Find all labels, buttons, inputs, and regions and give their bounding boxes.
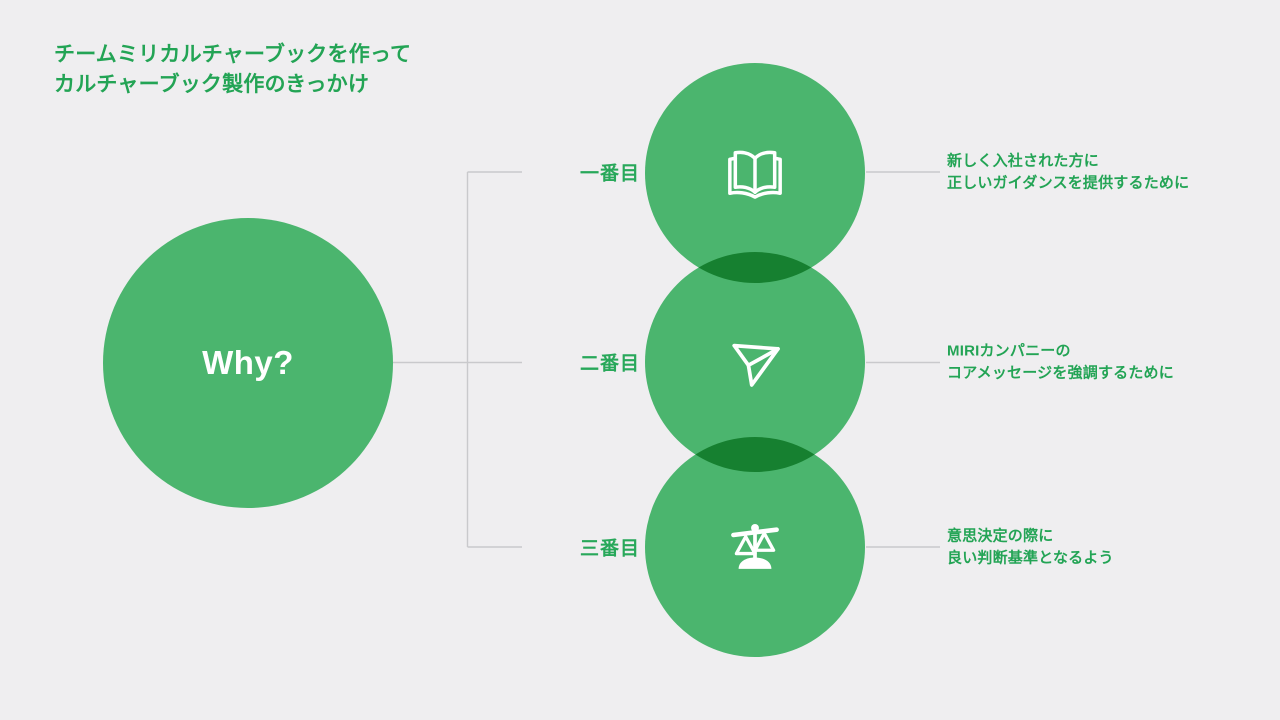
description-1-line-2: 正しいガイダンスを提供するために xyxy=(947,174,1190,191)
description-3-line-2: 良い判断基準となるよう xyxy=(947,549,1114,566)
title-line-2: カルチャーブック製作のきっかけ xyxy=(54,72,370,96)
title-line-1: チームミリカルチャーブックを作って xyxy=(54,43,412,66)
open-book-icon xyxy=(720,138,790,208)
description-2-line-1: MIRIカンパニーの xyxy=(947,342,1071,360)
step-description-1: 新しく入社された方に 正しいガイダンスを提供するために xyxy=(947,150,1189,194)
step-ordinal-2: 二番目 xyxy=(579,353,640,375)
center-node-label: Why? xyxy=(202,344,294,381)
step-ordinal-1: 一番目 xyxy=(579,163,640,185)
step-node-2[interactable] xyxy=(645,252,865,472)
description-3-line-1: 意思決定の際に xyxy=(947,527,1054,545)
step-node-1[interactable] xyxy=(645,63,865,283)
paper-plane-icon xyxy=(720,327,790,397)
step-ordinal-3: 三番目 xyxy=(579,538,640,560)
balance-scale-icon xyxy=(720,512,790,582)
step-description-3: 意思決定の際に 良い判断基準となるよう xyxy=(947,525,1114,569)
step-description-2: MIRIカンパニーの コアメッセージを強調するために xyxy=(947,340,1174,384)
step-node-3[interactable] xyxy=(645,437,865,657)
center-node-why[interactable]: Why? xyxy=(103,218,393,508)
description-1-line-1: 新しく入社された方に xyxy=(947,152,1100,170)
page-title: チームミリカルチャーブックを作って カルチャーブック製作のきっかけ xyxy=(54,40,411,100)
node-circles-group xyxy=(645,63,865,657)
description-2-line-2: コアメッセージを強調するために xyxy=(947,364,1174,381)
